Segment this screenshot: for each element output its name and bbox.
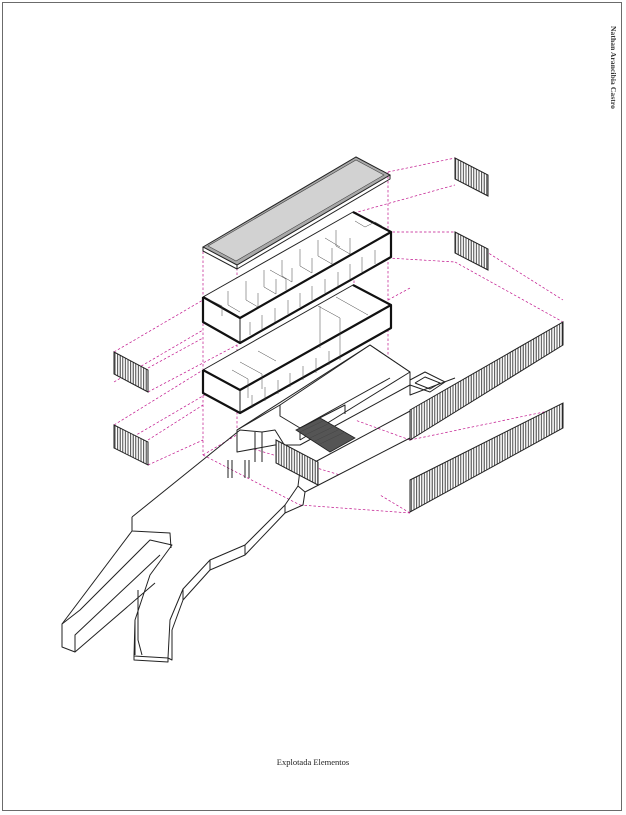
facade-panel-long-right-2 [409,402,564,513]
facade-panel-left-2 [113,424,149,466]
author-name: Nathan Arancibia Castro [609,26,618,110]
lower-floor-volume [201,284,393,415]
ground-platform [236,344,456,453]
facade-panels [113,157,564,513]
facade-panel-left-1 [113,351,149,393]
walkway-ramp [61,409,413,663]
facade-panel-long-right-1 [409,321,564,441]
facade-panel-top-right-1 [454,157,489,197]
facade-panel-top-right-2 [454,231,489,271]
roof-slab [201,156,392,270]
facade-panel-ground [275,439,319,486]
upper-floor-volume [201,211,393,345]
drawing-caption: Explotada Elementos [276,757,350,767]
